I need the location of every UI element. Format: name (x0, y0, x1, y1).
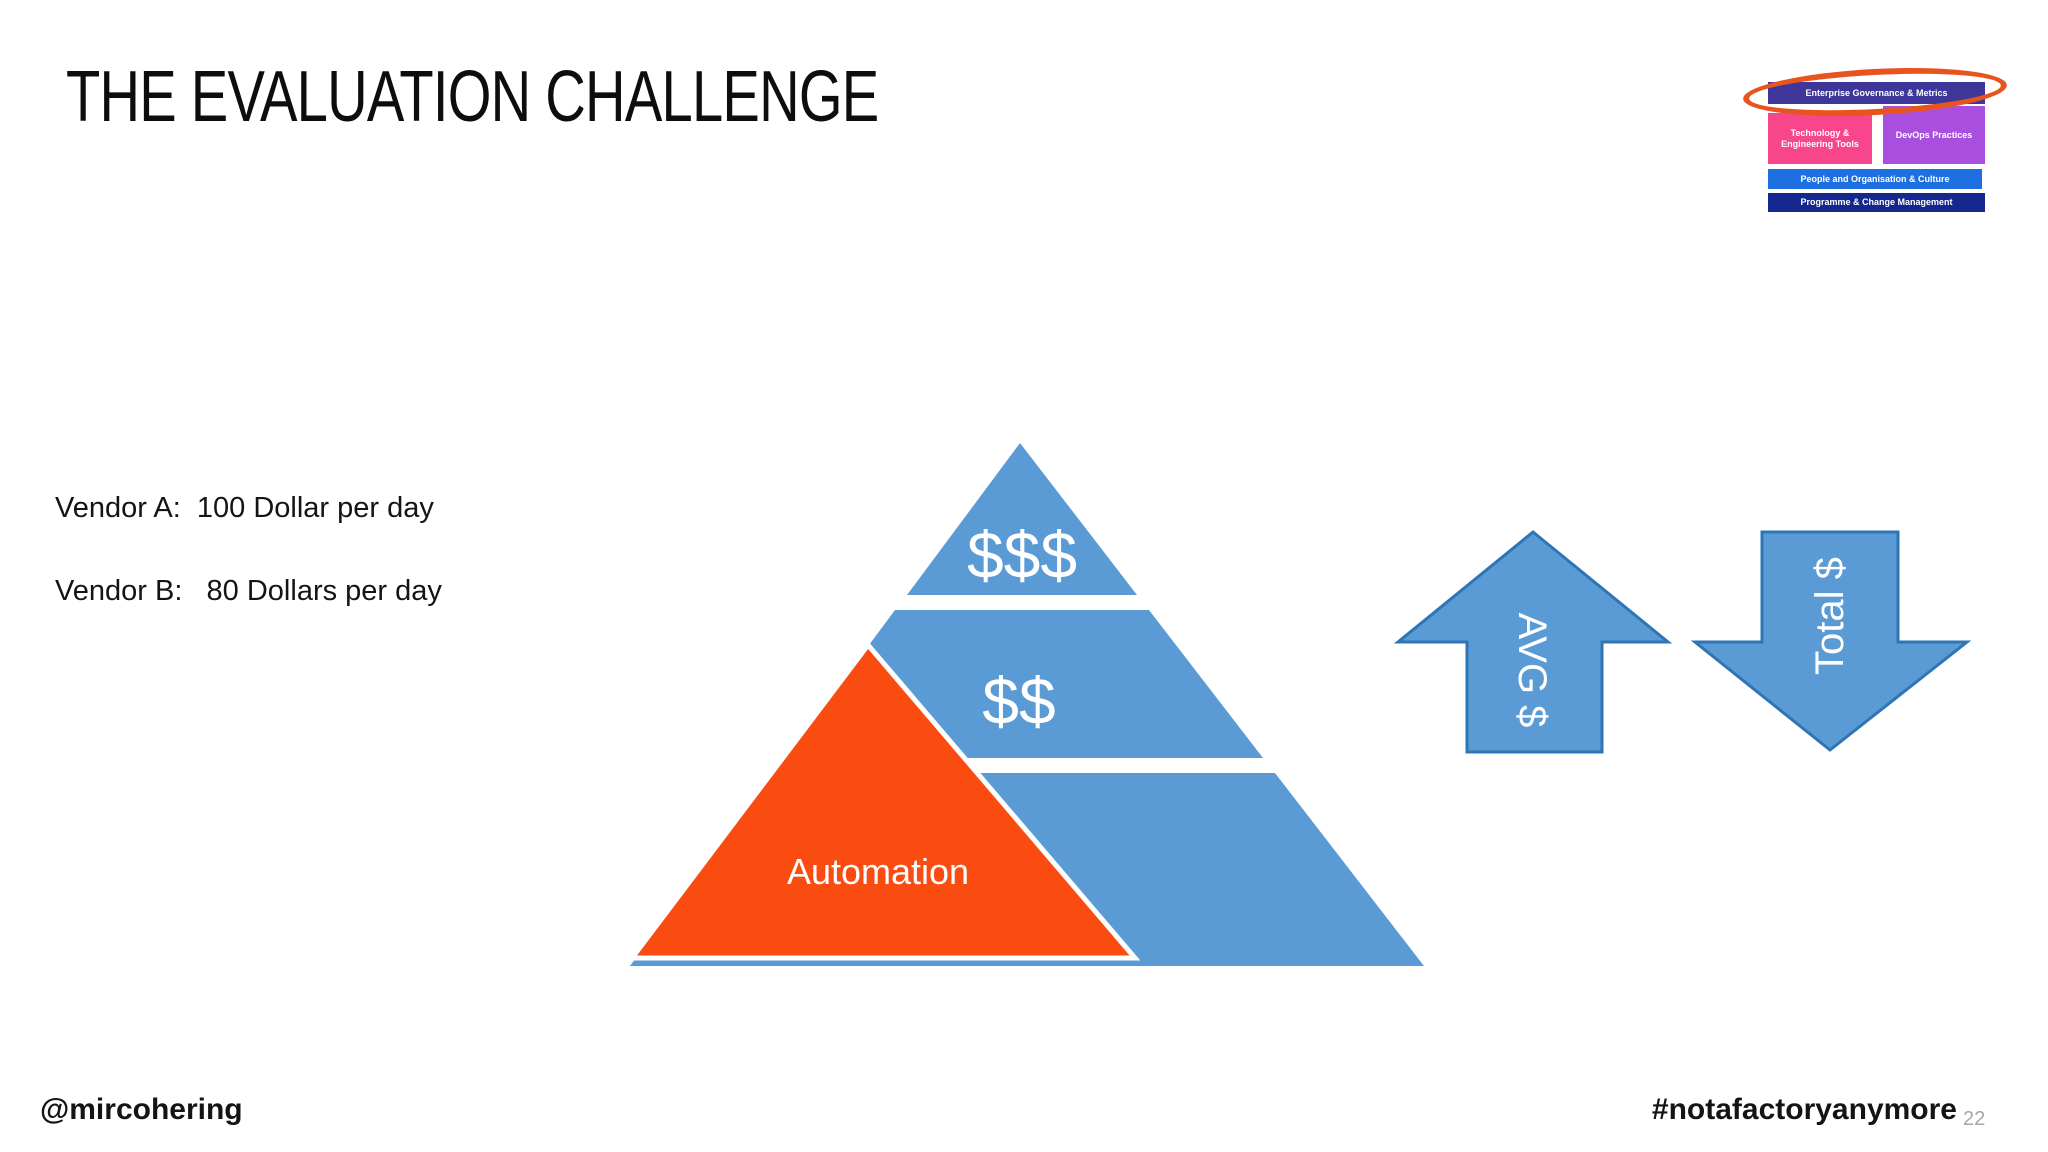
tier-middle-label: $$ (982, 664, 1055, 738)
page-number: 22 (1963, 1108, 1986, 1130)
automation-triangle (626, 641, 1141, 961)
avg-up-arrow-icon (1393, 530, 1673, 754)
footer-twitter-handle: @mircohering (40, 1093, 243, 1126)
footer-hashtag: #notafactoryanymore (1651, 1093, 1957, 1126)
page-title: THE EVALUATION CHALLENGE (66, 57, 879, 137)
vendor-a-text: Vendor A: 100 Dollar per day (55, 492, 434, 524)
tier-top-label: $$$ (967, 518, 1077, 592)
vendor-b-text: Vendor B: 80 Dollars per day (55, 575, 442, 607)
automation-label: Automation (787, 851, 969, 892)
pyramid-tier-top (907, 443, 1137, 595)
logo-box-technology-tools: Technology & Engineering Tools (1768, 113, 1872, 164)
logo-box-programme-change: Programme & Change Management (1768, 193, 1985, 212)
total-down-arrow-icon (1690, 530, 1972, 752)
logo-box-people-culture: People and Organisation & Culture (1768, 169, 1982, 189)
avg-arrow-label: AVG $ (1510, 613, 1554, 728)
devops-model-logo: Enterprise Governance & Metrics Technolo… (1741, 62, 2015, 217)
total-arrow-label: Total $ (1808, 557, 1852, 675)
logo-box-devops-practices: DevOps Practices (1883, 106, 1985, 164)
logo-box-enterprise-governance: Enterprise Governance & Metrics (1768, 82, 1985, 104)
